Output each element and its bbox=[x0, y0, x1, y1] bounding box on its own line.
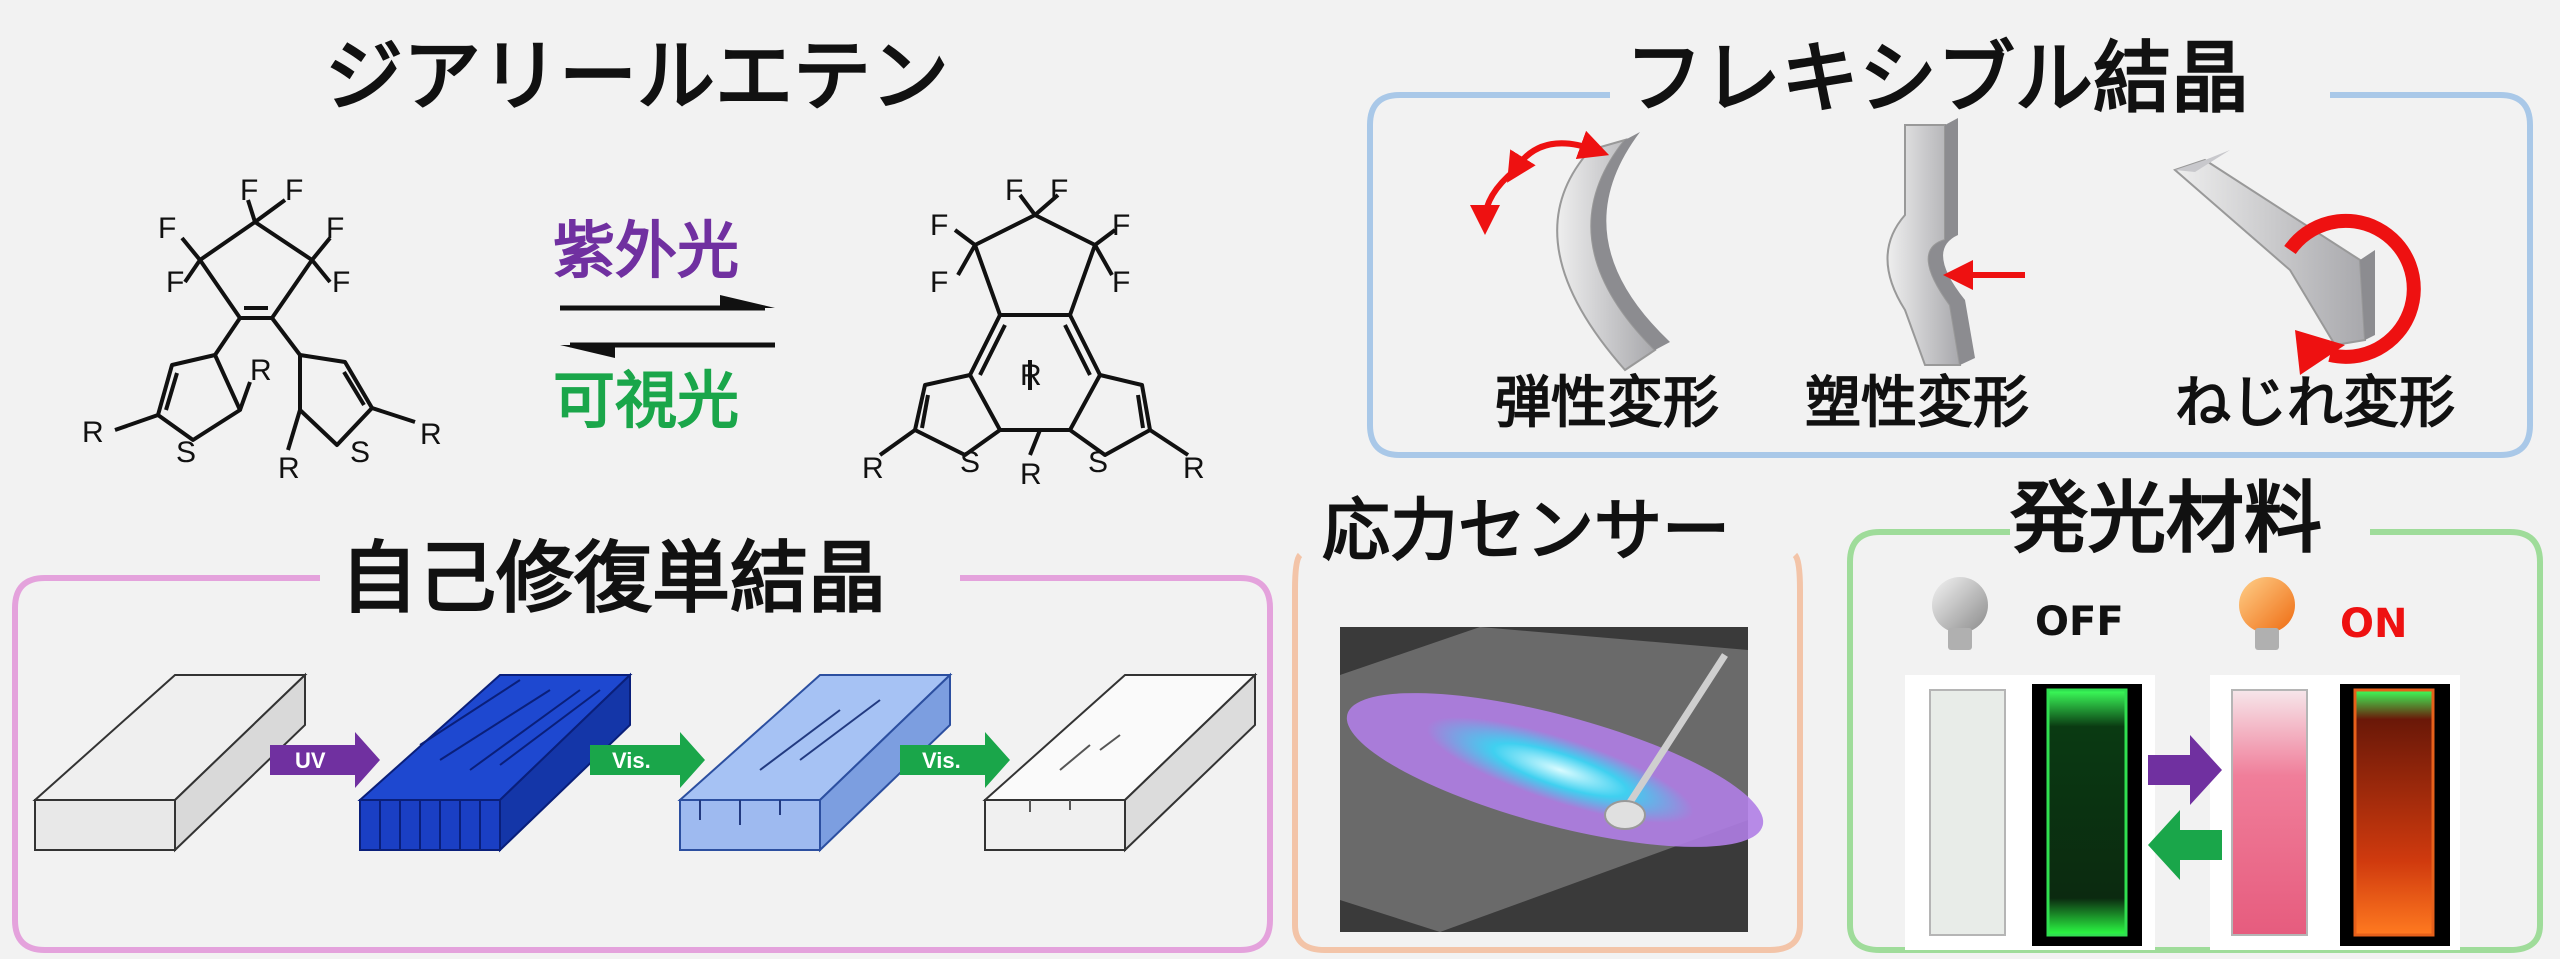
on-label: ON bbox=[2340, 601, 2408, 647]
emission-panel-border bbox=[1847, 529, 2543, 953]
atom-R: R bbox=[420, 418, 442, 451]
atom-F: F bbox=[240, 174, 258, 207]
vials-off-image bbox=[1905, 675, 2155, 950]
heal-crystal-1 bbox=[32, 672, 308, 853]
stress-sensor-image bbox=[1340, 627, 1764, 932]
vials-on-image bbox=[2210, 675, 2460, 950]
plastic-deformation-label: 塑性変形 bbox=[1805, 371, 2029, 436]
twist-crystal bbox=[2173, 150, 2421, 375]
bulb-on-icon bbox=[2239, 577, 2295, 650]
elastic-deformation-label: 弾性変形 bbox=[1495, 371, 1719, 436]
atom-F: F bbox=[930, 266, 948, 299]
svg-text:Vis.: Vis. bbox=[922, 748, 961, 773]
atom-R: R bbox=[82, 416, 104, 449]
twist-deformation-label: ねじれ変形 bbox=[2175, 371, 2455, 436]
visible-light-label: 可視光 bbox=[553, 364, 740, 437]
atom-R: R bbox=[250, 354, 272, 387]
atom-F: F bbox=[1005, 174, 1023, 207]
elastic-crystal bbox=[1470, 130, 1670, 372]
svg-text:UV: UV bbox=[295, 748, 326, 773]
heal-arrow-uv: UV bbox=[270, 732, 380, 788]
stress-sensor-title: 応力センサー bbox=[1322, 492, 1731, 571]
heal-crystal-3 bbox=[677, 672, 953, 853]
heal-arrow-vis-1: Vis. bbox=[590, 732, 705, 788]
atom-F: F bbox=[1050, 174, 1068, 207]
flexible-crystal-title: フレキシブル結晶 bbox=[1625, 34, 2250, 124]
atom-R: R bbox=[1183, 452, 1205, 485]
atom-F: F bbox=[930, 209, 948, 242]
stress-panel-border bbox=[1292, 552, 1803, 953]
uv-light-label: 紫外光 bbox=[553, 214, 740, 287]
equilibrium-arrows bbox=[560, 295, 775, 358]
atom-S: S bbox=[1088, 446, 1108, 479]
atom-S: S bbox=[350, 436, 370, 469]
atom-F: F bbox=[332, 266, 350, 299]
heal-crystal-2 bbox=[357, 672, 633, 853]
diarylethene-title: ジアリールエテン bbox=[325, 32, 950, 122]
svg-text:Vis.: Vis. bbox=[612, 748, 651, 773]
atom-F: F bbox=[1112, 266, 1130, 299]
diarylethene-open-structure bbox=[114, 198, 416, 451]
emission-switch-arrows bbox=[2148, 735, 2222, 880]
diarylethene-open-atoms: F F F F F F S S R R R R bbox=[82, 174, 442, 485]
atom-R: R bbox=[1020, 359, 1042, 392]
atom-R: R bbox=[1020, 458, 1042, 491]
heal-arrow-vis-2: Vis. bbox=[900, 732, 1010, 788]
atom-R: R bbox=[862, 452, 884, 485]
atom-S: S bbox=[960, 446, 980, 479]
selfheal-title: 自己修復単結晶 bbox=[340, 534, 887, 624]
plastic-crystal bbox=[1886, 118, 2025, 366]
flexible-panel-border bbox=[1367, 92, 2533, 458]
atom-F: F bbox=[166, 266, 184, 299]
atom-F: F bbox=[158, 212, 176, 245]
emission-title: 発光材料 bbox=[2010, 474, 2323, 564]
atom-S: S bbox=[176, 436, 196, 469]
atom-F: F bbox=[326, 212, 344, 245]
diarylethene-closed-structure bbox=[878, 193, 1190, 457]
atom-F: F bbox=[285, 174, 303, 207]
bulb-off-icon bbox=[1932, 577, 1988, 650]
heal-crystal-4 bbox=[982, 672, 1258, 853]
off-label: OFF bbox=[2035, 599, 2124, 645]
atom-R: R bbox=[278, 452, 300, 485]
atom-F: F bbox=[1112, 209, 1130, 242]
diarylethene-closed-atoms: F F F F F F S S R R R R bbox=[862, 174, 1205, 491]
selfheal-panel-border bbox=[12, 575, 1273, 953]
